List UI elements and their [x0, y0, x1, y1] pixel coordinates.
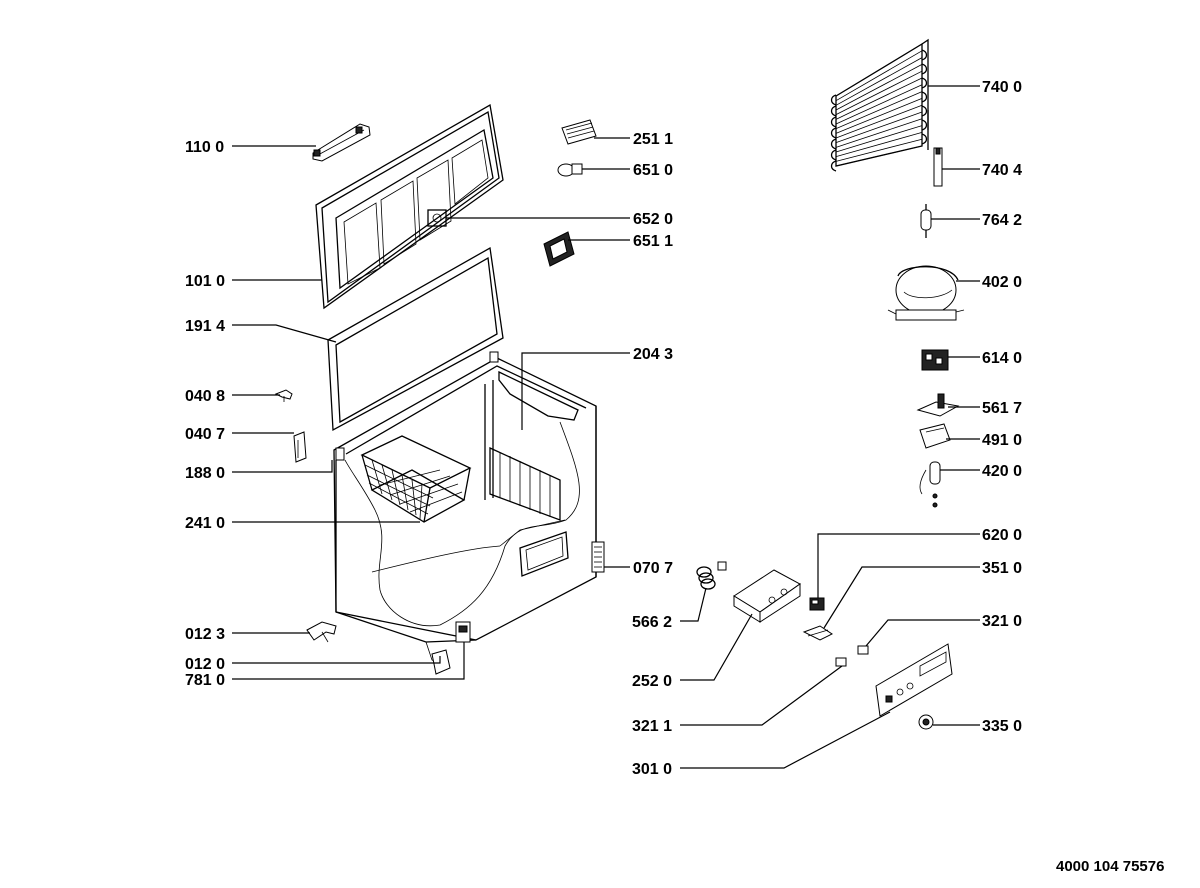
block-7810	[455, 621, 471, 643]
label-420-0: 420 0	[982, 463, 1022, 480]
freezer-lid	[315, 103, 504, 310]
box-4910	[919, 423, 951, 449]
switch-6200	[809, 597, 825, 611]
condenser-bend	[830, 116, 837, 128]
condenser-tube	[835, 64, 923, 111]
label-040-8: 040 8	[185, 388, 225, 405]
label-652-0: 652 0	[633, 211, 673, 228]
document-number: 4000 104 75576	[1056, 858, 1164, 875]
label-040-7: 040 7	[185, 426, 225, 443]
hinge-0407	[293, 431, 307, 463]
compressor-4020	[887, 265, 965, 321]
condenser-tube	[835, 104, 923, 139]
label-491-0: 491 0	[982, 432, 1022, 449]
bracket-5617	[916, 393, 960, 417]
divider-panel	[489, 446, 561, 521]
drier-7404	[933, 147, 943, 187]
relay-6140	[921, 349, 949, 371]
freezer-cabinet	[333, 351, 597, 669]
lamp-3510	[802, 625, 833, 641]
part-labels: 110 0 101 0 191 4 040 8 040 7 188 0 241 …	[185, 79, 1164, 875]
foot-0120	[431, 649, 451, 675]
label-335-0: 335 0	[982, 718, 1022, 735]
label-301-0: 301 0	[632, 761, 672, 778]
condenser-tube	[835, 125, 923, 153]
condenser-tube	[835, 84, 923, 125]
condenser-bend	[921, 105, 928, 117]
label-070-7: 070 7	[633, 560, 673, 577]
label-204-3: 204 3	[633, 346, 673, 363]
label-191-4: 191 4	[185, 318, 225, 335]
knob-3350	[918, 714, 934, 730]
control-panel-3010	[875, 643, 953, 717]
condenser-tube	[835, 98, 923, 134]
condenser-tube	[835, 70, 923, 116]
capacitor-4200	[919, 461, 941, 508]
label-781-0: 781 0	[185, 672, 225, 689]
condenser-tube	[835, 43, 923, 97]
condenser-tube	[835, 50, 923, 102]
knob-3210	[857, 645, 869, 655]
condenser-tube	[835, 77, 923, 120]
condenser-bend	[921, 91, 928, 103]
condenser-bend	[921, 63, 928, 75]
label-241-0: 241 0	[185, 515, 225, 532]
filter-7642	[920, 204, 932, 238]
lid-gasket	[327, 246, 504, 432]
label-614-0: 614 0	[982, 350, 1022, 367]
light-bulb-6510	[557, 163, 583, 177]
label-566-2: 566 2	[632, 614, 672, 631]
condenser-bend	[921, 119, 928, 131]
condenser-bend	[830, 138, 837, 150]
light-switch-6511	[543, 231, 575, 267]
ventilation-grille	[591, 541, 605, 573]
label-321-1: 321 1	[632, 718, 672, 735]
condenser-coil	[830, 38, 929, 172]
hinge-clip-0408	[274, 389, 293, 402]
label-012-3: 012 3	[185, 626, 225, 643]
condenser-bend	[921, 77, 928, 89]
label-012-0: 012 0	[185, 656, 225, 673]
label-740-0: 740 0	[982, 79, 1022, 96]
foot-0123	[306, 621, 337, 643]
light-cover-2511	[561, 119, 597, 145]
label-764-2: 764 2	[982, 212, 1022, 229]
spring-5662	[696, 561, 727, 590]
condenser-tube	[835, 132, 923, 158]
condenser-tube	[835, 91, 923, 130]
label-620-0: 620 0	[982, 527, 1022, 544]
condenser-bend	[830, 105, 837, 117]
condenser-bend	[830, 149, 837, 161]
condenser-bend	[830, 160, 837, 172]
condenser-bend	[830, 127, 837, 139]
lid-handle	[312, 123, 371, 162]
leader-lines	[232, 85, 980, 769]
label-251-1: 251 1	[633, 131, 673, 148]
label-321-0: 321 0	[982, 613, 1022, 630]
condenser-tube	[835, 118, 923, 148]
label-561-7: 561 7	[982, 400, 1022, 417]
label-101-0: 101 0	[185, 273, 225, 290]
control-box-2520	[733, 569, 801, 623]
label-740-4: 740 4	[982, 162, 1022, 179]
label-252-0: 252 0	[632, 673, 672, 690]
condenser-tube	[835, 57, 923, 106]
condenser-bend	[921, 49, 928, 61]
condenser-tube	[835, 138, 923, 162]
label-351-0: 351 0	[982, 560, 1022, 577]
condenser-bend	[921, 133, 928, 145]
condenser-tube	[835, 145, 923, 167]
wire-basket	[360, 435, 472, 523]
label-651-1: 651 1	[633, 233, 673, 250]
condenser-bend	[830, 94, 837, 106]
label-402-0: 402 0	[982, 274, 1022, 291]
label-110-0: 110 0	[185, 139, 224, 156]
knob-3211	[835, 657, 847, 667]
label-651-0: 651 0	[633, 162, 673, 179]
condenser-tube	[835, 111, 923, 144]
label-188-0: 188 0	[185, 465, 225, 482]
